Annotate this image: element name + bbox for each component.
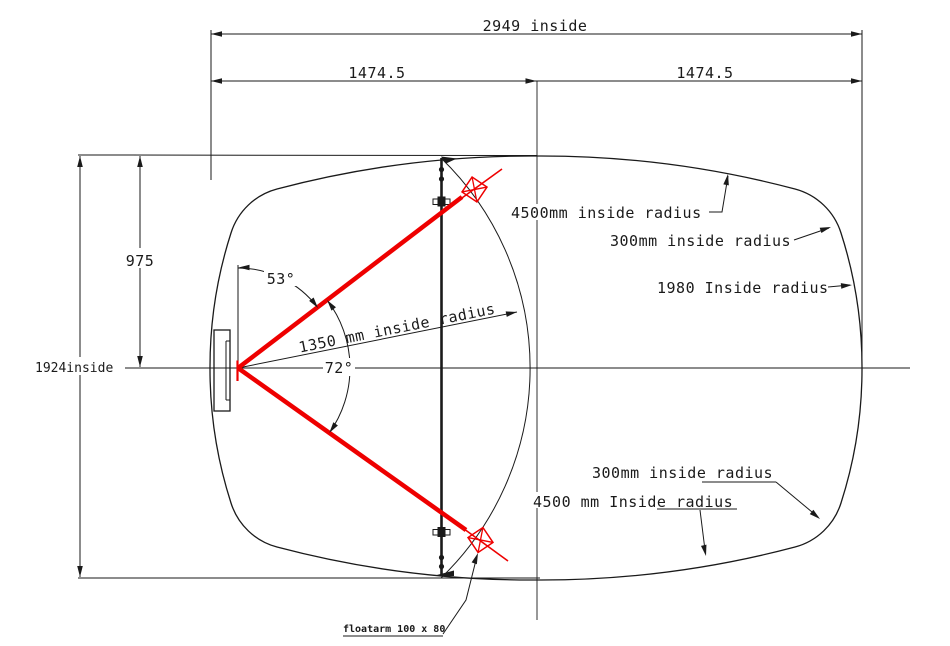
dim-overall-width: 2949 inside (483, 17, 588, 35)
arrowheads (77, 31, 862, 577)
dim-angle-53: 53° (267, 270, 296, 288)
dim-half-width-left: 1474.5 (348, 64, 405, 82)
text-masks (32, 204, 742, 508)
float-marker-upper (460, 175, 489, 204)
label-radius-bottom-4500: 4500 mm Inside radius (533, 493, 733, 511)
dim-overall-height: 1924inside (35, 361, 113, 376)
label-radius-top-4500: 4500mm inside radius (511, 204, 702, 222)
rail-bottom-weld-mark (433, 570, 454, 576)
floatarm-rail (432, 156, 457, 576)
label-radius-bottom-300: 300mm inside radius (592, 464, 773, 482)
dim-upper-height: 975 (126, 252, 155, 270)
label-floatarm: floatarm 100 x 80 (343, 624, 445, 635)
label-radius-top-300: 300mm inside radius (610, 232, 791, 250)
dim-half-width-right: 1474.5 (676, 64, 733, 82)
float-marker-lower (466, 526, 495, 554)
centerlines (125, 81, 910, 620)
floatarm-red-arms (236, 168, 509, 562)
label-radius-side-1980: 1980 Inside radius (657, 279, 829, 297)
dim-sweep-radius: 1350 mm inside radius (297, 300, 497, 357)
dim-angle-72: 72° (325, 359, 354, 377)
rail-top-weld-mark (441, 156, 457, 164)
wall-bracket (213, 329, 231, 412)
